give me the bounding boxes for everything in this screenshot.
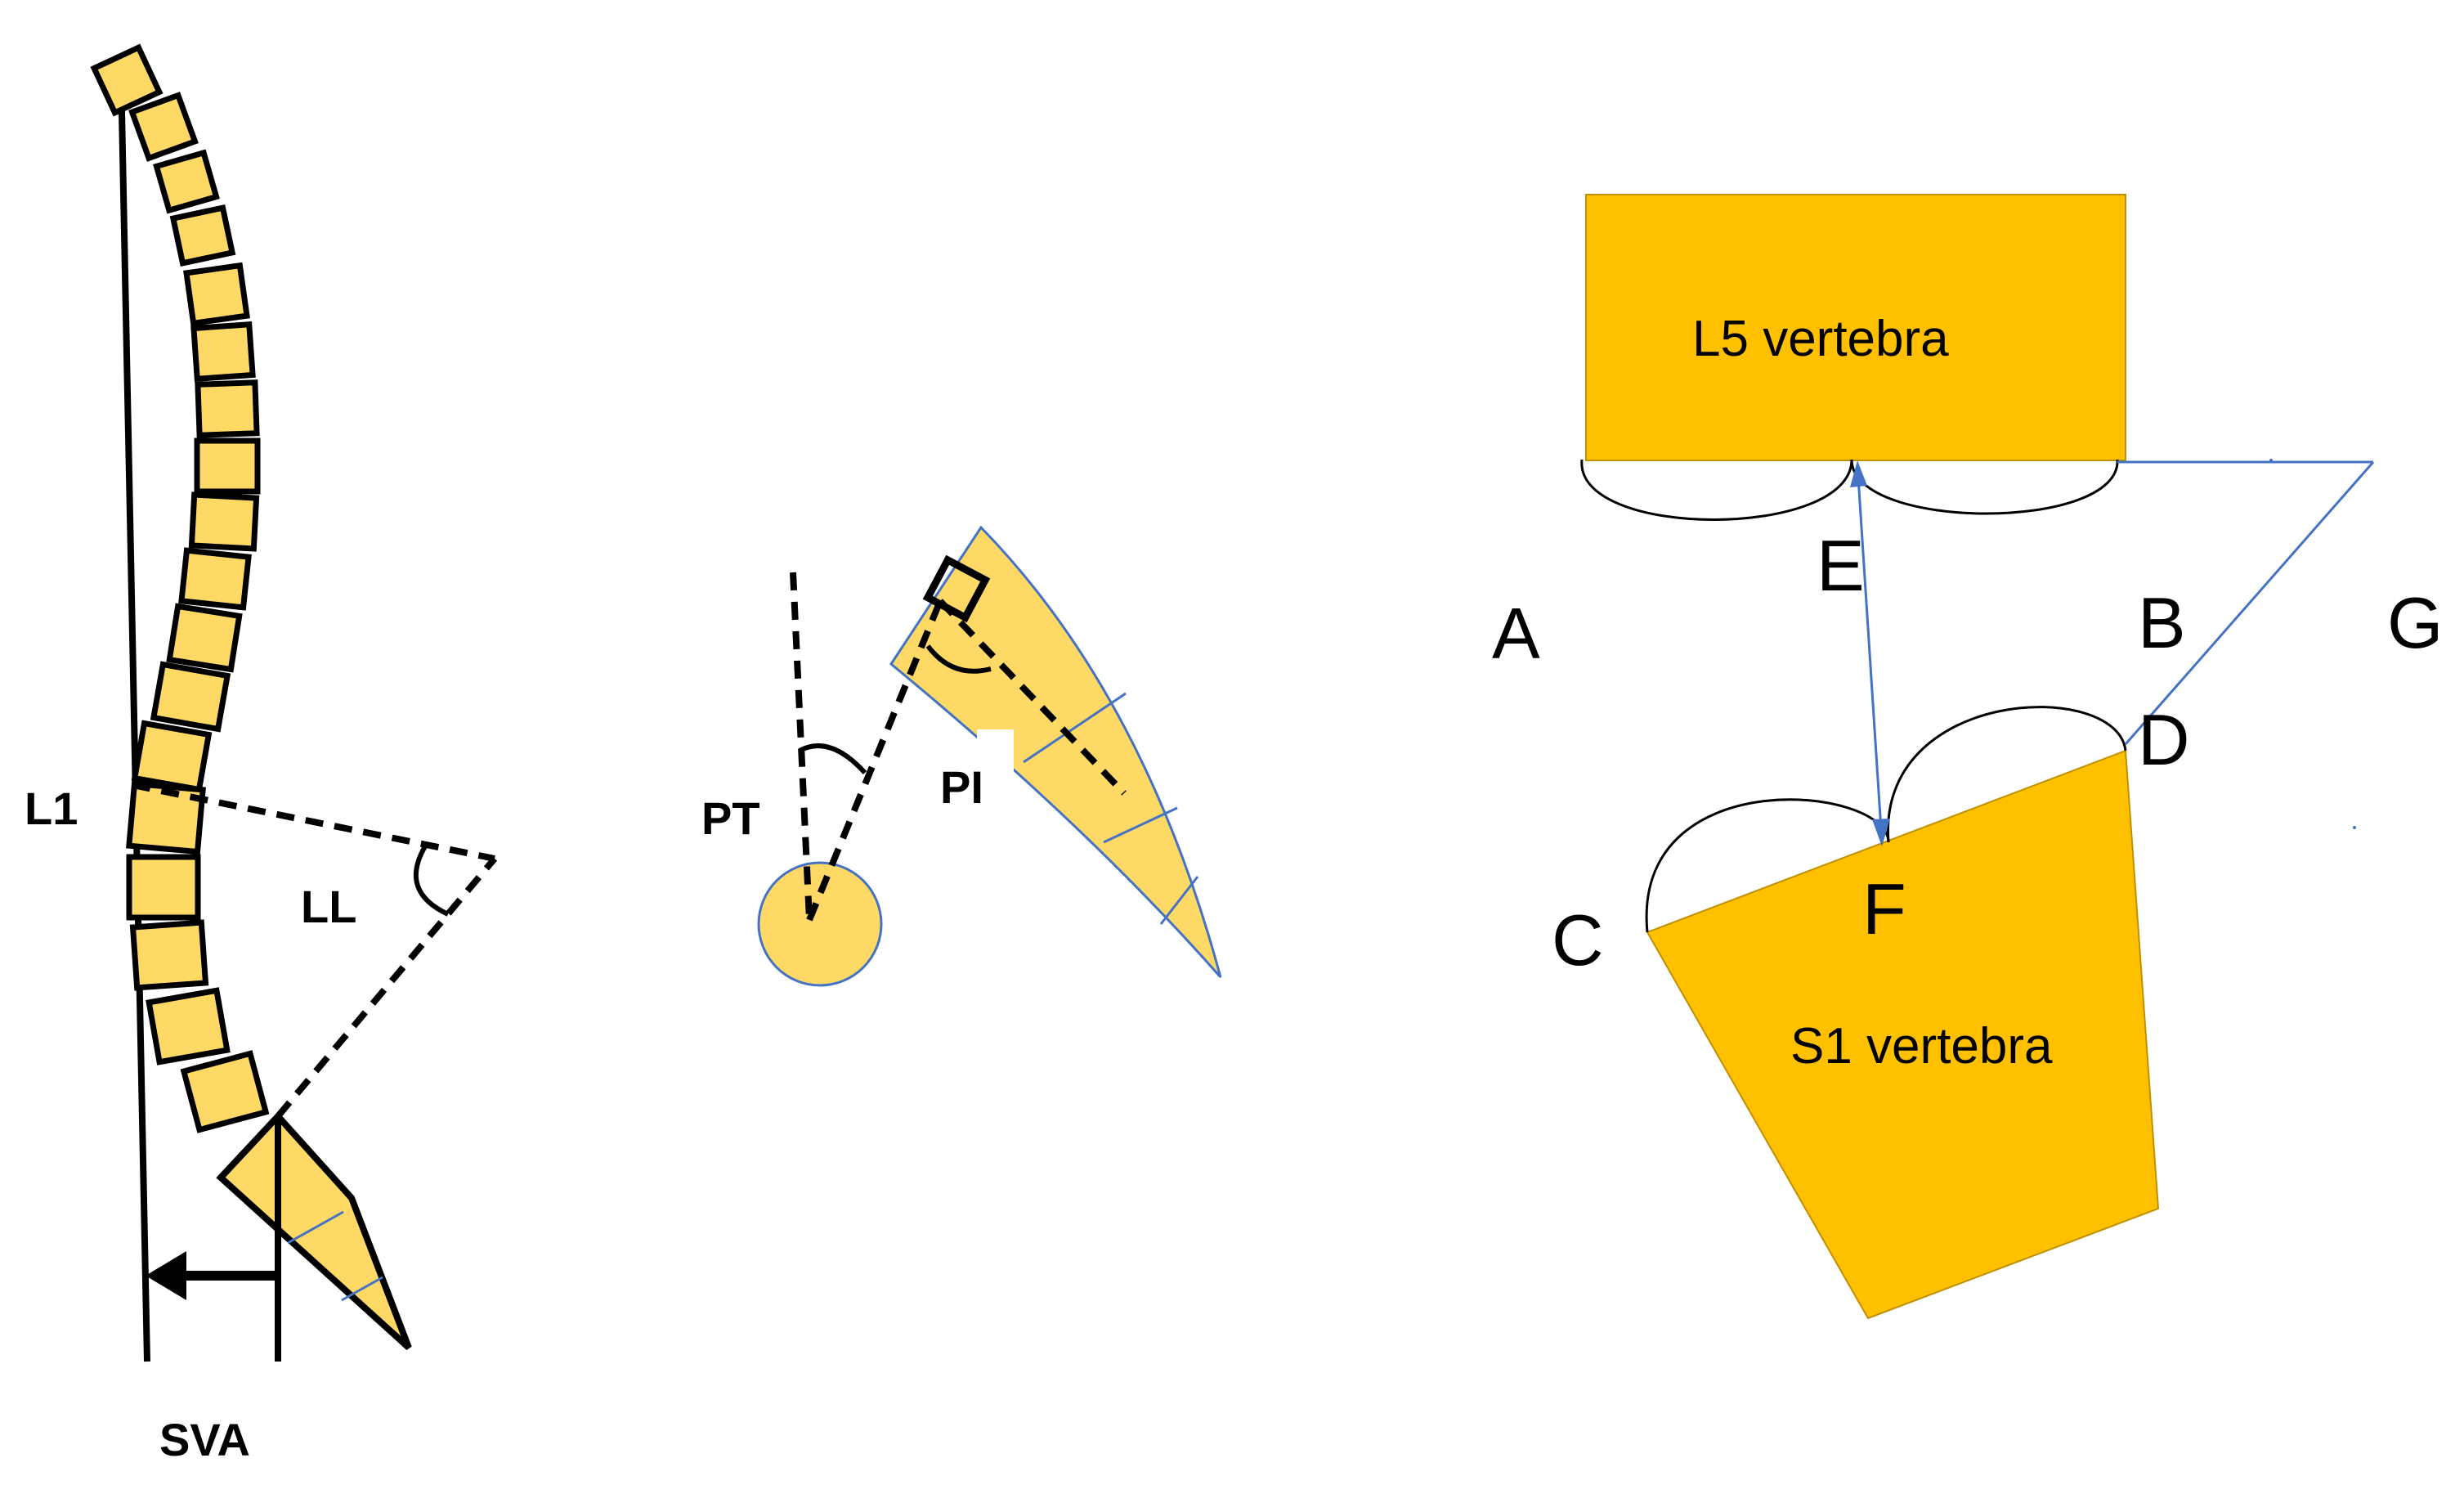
femoral-head [757,861,883,987]
vertebra [126,854,201,921]
l5-arc-left [1580,459,1853,521]
ll-label: LL [301,881,356,932]
line-d-g [2124,461,2375,745]
vertebra [90,43,164,117]
vertebra [183,262,250,327]
vertebra [194,437,261,495]
slip-panel: L5 vertebra S1 vertebra A B C D E F G [1492,194,2443,1320]
stray-dot [2353,826,2356,829]
s1-arc-right [1887,706,2127,843]
vertebra [128,92,199,162]
pi-label: PI [940,761,983,813]
sacrum-segment-line [1159,876,1199,925]
sacrum-segment-line [1023,692,1127,764]
point-g-label: G [2387,582,2443,663]
vertebra [180,1050,270,1133]
l1-label: L1 [25,783,78,834]
l5-arc-right [1850,459,2119,515]
pi-angle-arc [925,644,992,674]
s1-vertebra-label: S1 vertebra [1790,1018,2053,1075]
arrowhead-e [1850,460,1867,487]
sva-label: SVA [159,1414,250,1465]
vertebra [131,720,213,793]
vertebra [129,919,209,991]
s1-vertebra [1646,749,2160,1320]
vertebra [166,603,243,673]
vertebra-l1 [126,780,206,855]
vertebra [146,987,231,1066]
sacrum [216,1111,412,1350]
sacrum-segment-line [341,1276,383,1302]
pt-label: PT [701,792,760,844]
sacral-perpendicular-line [938,599,1127,796]
sacrum-label-mask [977,729,1014,774]
stray-dot [2269,459,2273,462]
line-e-f [1856,464,1884,843]
sacrum [889,525,1222,978]
sacrum-segment-line [287,1210,344,1245]
vertebra [178,547,252,611]
vertebra [153,149,220,214]
l5-vertebra [1585,194,2126,461]
arrowhead-f [1872,819,1890,846]
plumb-line [118,71,150,1362]
point-b-label: B [2138,582,2186,663]
point-c-label: C [1552,900,1604,980]
vertebra [188,491,260,552]
sva-arrow-head [146,1251,186,1300]
vertebra [150,661,231,733]
ll-l1-endplate-line [132,782,495,862]
ll-angle-arc [413,845,450,917]
vertebral-column [90,43,270,1133]
point-d-label: D [2138,699,2190,780]
vertebra [195,379,260,438]
point-e-label: E [1817,525,1865,606]
vertebra [169,204,236,267]
point-a-label: A [1492,593,1540,674]
vertebra [190,321,256,383]
pt-angle-arc [798,743,867,775]
ll-s1-endplate-line [275,856,498,1119]
pelvis-panel: PT PI [701,525,1222,987]
spine-panel: L1 LL SVA [25,43,498,1465]
point-f-label: F [1862,868,1906,949]
sacrum-segment-line [1103,806,1178,844]
l5-vertebra-label: L5 vertebra [1692,311,1949,367]
